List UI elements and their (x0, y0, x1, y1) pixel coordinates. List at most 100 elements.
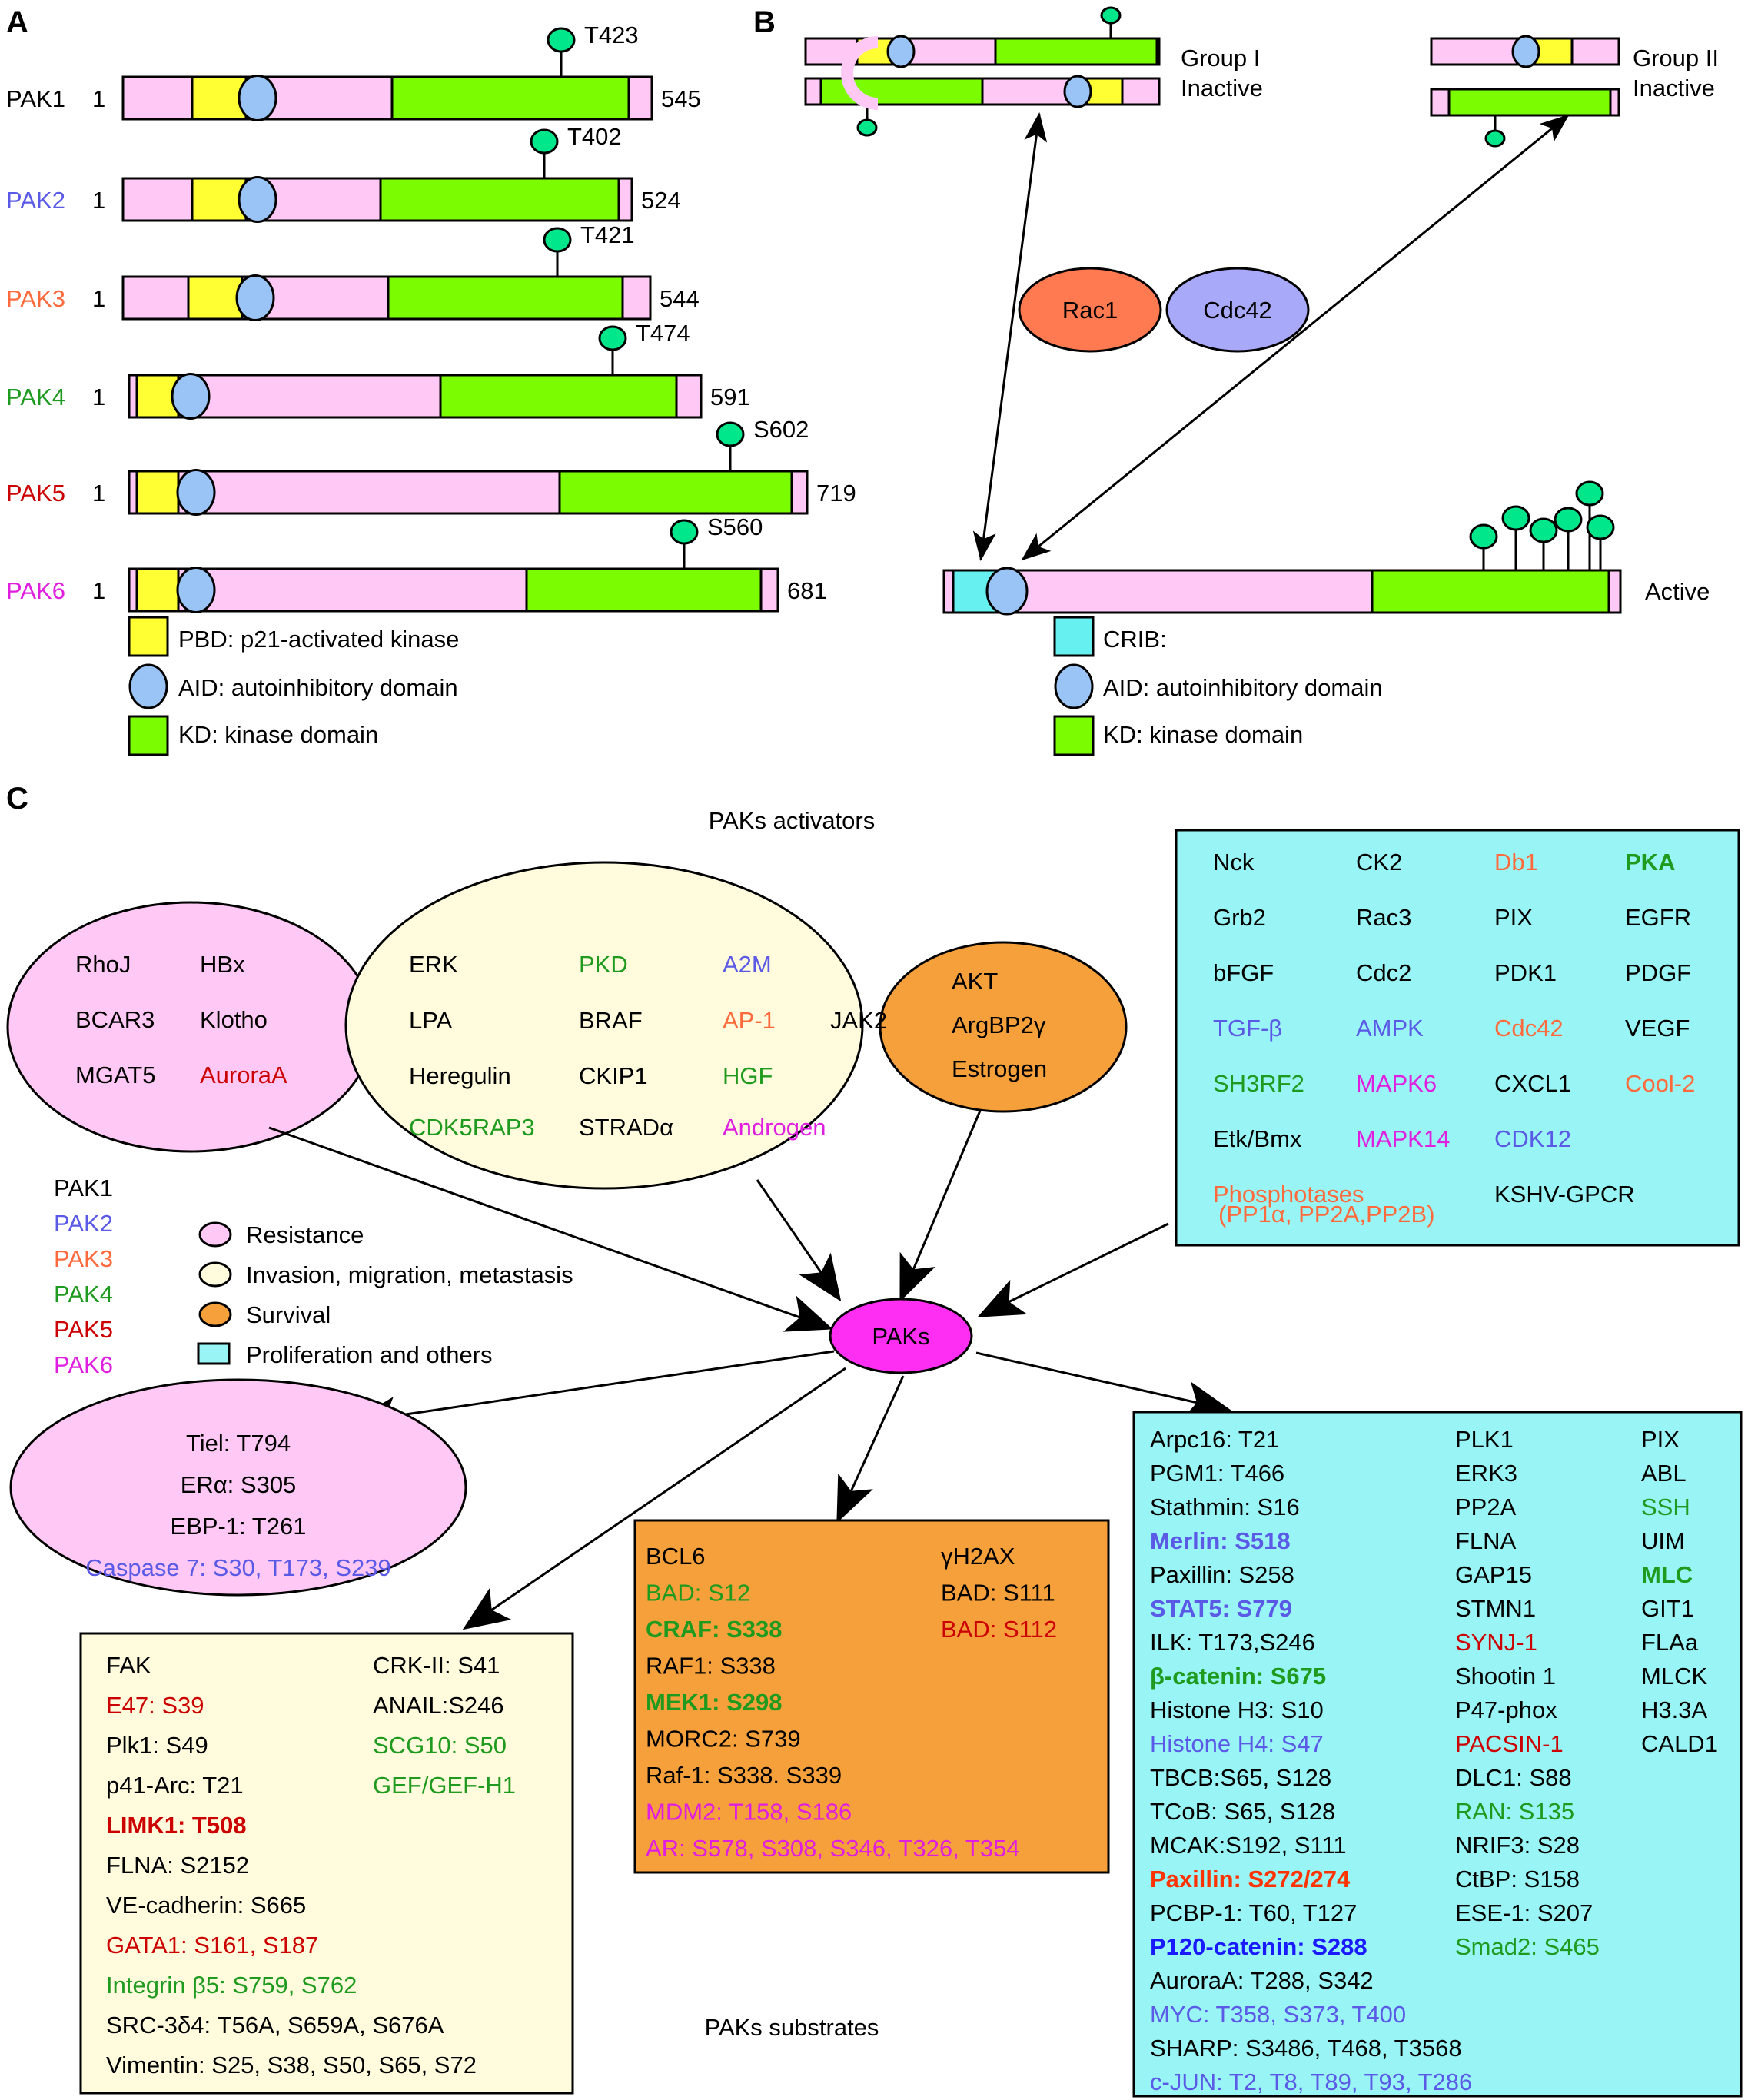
end-residue: 544 (660, 285, 700, 312)
end-residue: 545 (661, 85, 701, 112)
entity-label: ERK (409, 951, 458, 978)
kinase-domain (558, 470, 793, 515)
entity-label: GAP15 (1455, 1561, 1532, 1588)
kinase-domain (439, 374, 678, 419)
entity-label: SYNJ-1 (1455, 1629, 1537, 1656)
entity-label: EGFR (1625, 904, 1691, 931)
group1-inactive: Group I Inactive (804, 6, 1263, 137)
entity-label: LPA (409, 1007, 453, 1034)
entity-label: Androgen (723, 1114, 826, 1141)
entity-label: Paxillin: S258 (1150, 1561, 1294, 1588)
phospho-site-icon (1554, 507, 1583, 533)
legend-crib: CRIB: (1103, 626, 1167, 653)
pak-name: PAK4 (6, 384, 65, 410)
entity-label: β-catenin: S675 (1150, 1663, 1326, 1690)
group2-inactive: Group II Inactive (841, 35, 1719, 148)
active-pak: Active (942, 480, 1710, 616)
entity-label: PDGF (1625, 959, 1691, 986)
substrates-title: PAKs substrates (705, 2014, 879, 2041)
entity-label: A2M (723, 951, 772, 978)
entity-label: BAD: S112 (941, 1616, 1057, 1643)
activation-arrows (972, 112, 1570, 561)
entity-label: CRAF: S338 (646, 1616, 782, 1643)
entity-label: STMN1 (1455, 1595, 1536, 1622)
entity-label: Histone H4: S47 (1150, 1730, 1324, 1757)
resistance-ellipse (6, 901, 375, 1153)
kinase-domain (387, 275, 624, 321)
entity-label: Merlin: S518 (1150, 1527, 1291, 1554)
entity-label: MCAK:S192, S111 (1150, 1832, 1347, 1859)
panel-c-legend: Resistance Invasion, migration, metastas… (197, 1221, 573, 1368)
legend-b-kd: KD: kinase domain (1103, 721, 1303, 748)
phospho-site-icon (716, 421, 745, 447)
entity-label: CRK-II: S41 (373, 1652, 500, 1679)
entity-label: Histone H3: S10 (1150, 1696, 1324, 1723)
entity-label: SSH (1641, 1494, 1690, 1520)
entity-label: AP-1 (723, 1007, 776, 1034)
entity-label: CALD1 (1641, 1730, 1718, 1757)
entity-label: AMPK (1356, 1015, 1424, 1042)
entity-label: Smad2: S465 (1455, 1933, 1600, 1960)
entity-label: PDK1 (1494, 959, 1557, 986)
entity-label: AR: S578, S308, S346, T326, T354 (646, 1835, 1020, 1862)
entity-label: E47: S39 (106, 1692, 204, 1719)
panel-a-label: A (6, 5, 28, 39)
legend-pbd: PBD: p21-activated kinase (178, 626, 459, 653)
entity-label: CtBP: S158 (1455, 1866, 1580, 1892)
entity-label: c-JUN: T2, T8, T89, T93, T286 (1150, 2068, 1472, 2095)
entity-label: AuroraA (200, 1062, 287, 1088)
proliferation-substrates-box (1132, 1411, 1743, 2098)
entity-label: GIT1 (1641, 1595, 1694, 1622)
phospho-site-label: T421 (580, 221, 635, 248)
legend-proliferation: Proliferation and others (246, 1341, 493, 1368)
entity-label: H3.3A (1641, 1696, 1707, 1723)
substrate-label: EBP-1: T261 (171, 1513, 307, 1540)
panel-b-label: B (753, 5, 776, 39)
entity-label: Vimentin: S25, S38, S50, S65, S72 (106, 2052, 477, 2078)
entity-label: P47-phox (1455, 1696, 1557, 1723)
phospho-site-icon (1586, 514, 1615, 540)
entity-label: p41-Arc: T21 (106, 1772, 244, 1799)
panel-c-label: C (6, 782, 28, 816)
survival-ellipse (879, 941, 1128, 1113)
entity-label: ERK3 (1455, 1460, 1517, 1487)
kinase-domain (390, 75, 630, 121)
entity-label: FLNA (1455, 1527, 1517, 1554)
pak-name: PAK5 (6, 480, 65, 507)
invasion-substrates-box (79, 1632, 574, 2095)
entity-label: CDK12 (1494, 1125, 1571, 1152)
entity-label: ESE-1: S207 (1455, 1899, 1593, 1926)
entity-label: DLC1: S88 (1455, 1764, 1572, 1791)
entity-label: PLK1 (1455, 1426, 1514, 1453)
entity-label: ABL (1641, 1460, 1687, 1487)
entity-label: Cdc42 (1494, 1015, 1564, 1042)
entity-label: RAN: S135 (1455, 1798, 1574, 1825)
entity-label: Nck (1213, 849, 1255, 876)
panel-b-legend: CRIB: AID: autoinhibitory domain KD: kin… (1053, 616, 1383, 756)
entity-label: BCAR3 (75, 1006, 155, 1033)
survival-substrates-box (633, 1519, 1110, 1874)
entity-label: SCG10: S50 (373, 1732, 507, 1759)
end-residue: 681 (787, 577, 827, 604)
entity-label: PAK2 (54, 1210, 113, 1237)
phosphatases-detail: (PP1α, PP2A,PP2B) (1218, 1201, 1435, 1228)
legend-resistance: Resistance (246, 1221, 364, 1248)
phospho-site-label: S602 (753, 416, 809, 443)
aid-domain (171, 373, 211, 420)
entity-label: Plk1: S49 (106, 1732, 208, 1759)
entity-label: PAK6 (54, 1351, 113, 1378)
entity-label: RAF1: S338 (646, 1653, 776, 1680)
substrate-label: Tiel: T794 (186, 1430, 291, 1457)
entity-label: MEK1: S298 (646, 1689, 782, 1716)
entity-label: STRADα (579, 1114, 673, 1141)
entity-label: SRC-3δ4: T56A, S659A, S676A (106, 2012, 444, 2039)
paks-label: PAKs (872, 1323, 929, 1350)
